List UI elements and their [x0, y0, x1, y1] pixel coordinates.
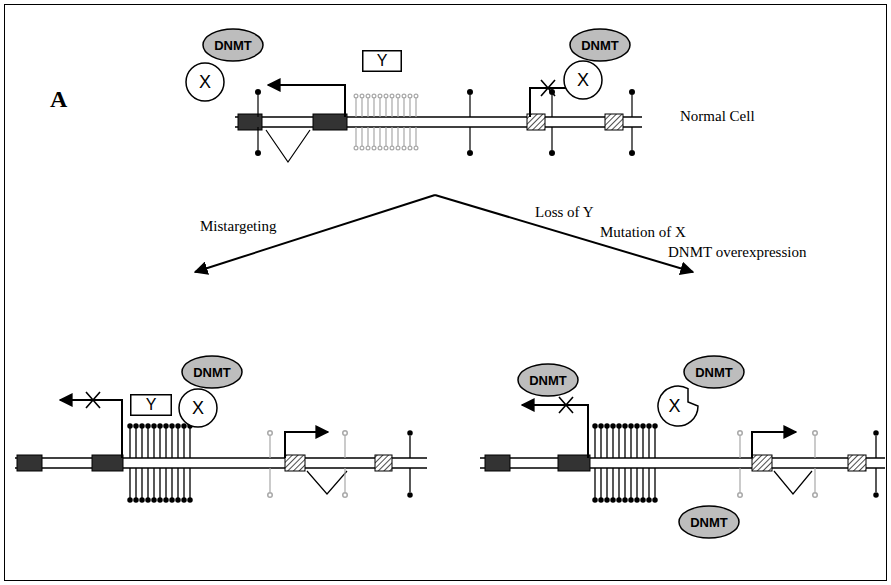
- arrow-label: Mistargeting: [200, 218, 276, 235]
- node-label: DNMT: [193, 366, 231, 379]
- node-label: X: [668, 397, 687, 415]
- node-label: DNMT: [690, 516, 728, 529]
- dnmt-ellipse: DNMT: [678, 505, 740, 539]
- node-label: Y: [377, 53, 388, 69]
- dnmt-ellipse: DNMT: [569, 28, 631, 62]
- dnmt-ellipse: DNMT: [181, 355, 243, 389]
- dnmt-ellipse: DNMT: [202, 28, 264, 62]
- node-label: DNMT: [695, 366, 733, 379]
- factor-circle: X: [178, 388, 218, 428]
- node-label: DNMT: [214, 39, 252, 52]
- factor-circle: X: [185, 62, 225, 102]
- node-label: Y: [146, 397, 157, 413]
- node-label: DNMT: [581, 39, 619, 52]
- node-label: DNMT: [529, 374, 567, 387]
- mutant-factor: X: [657, 385, 699, 427]
- dnmt-ellipse: DNMT: [517, 363, 579, 397]
- factor-circle: X: [563, 60, 603, 100]
- factor-box: Y: [362, 50, 402, 72]
- arrow-label: Loss of Y: [535, 204, 594, 221]
- arrow-label: DNMT overexpression: [668, 244, 806, 261]
- arrow-label: Mutation of X: [600, 224, 686, 241]
- dnmt-ellipse: DNMT: [683, 355, 745, 389]
- node-label: X: [577, 71, 589, 89]
- panel-letter: A: [50, 86, 67, 112]
- factor-box: Y: [130, 394, 172, 416]
- node-label: X: [192, 399, 204, 417]
- node-label: X: [199, 73, 211, 91]
- condition-label: Normal Cell: [680, 108, 755, 125]
